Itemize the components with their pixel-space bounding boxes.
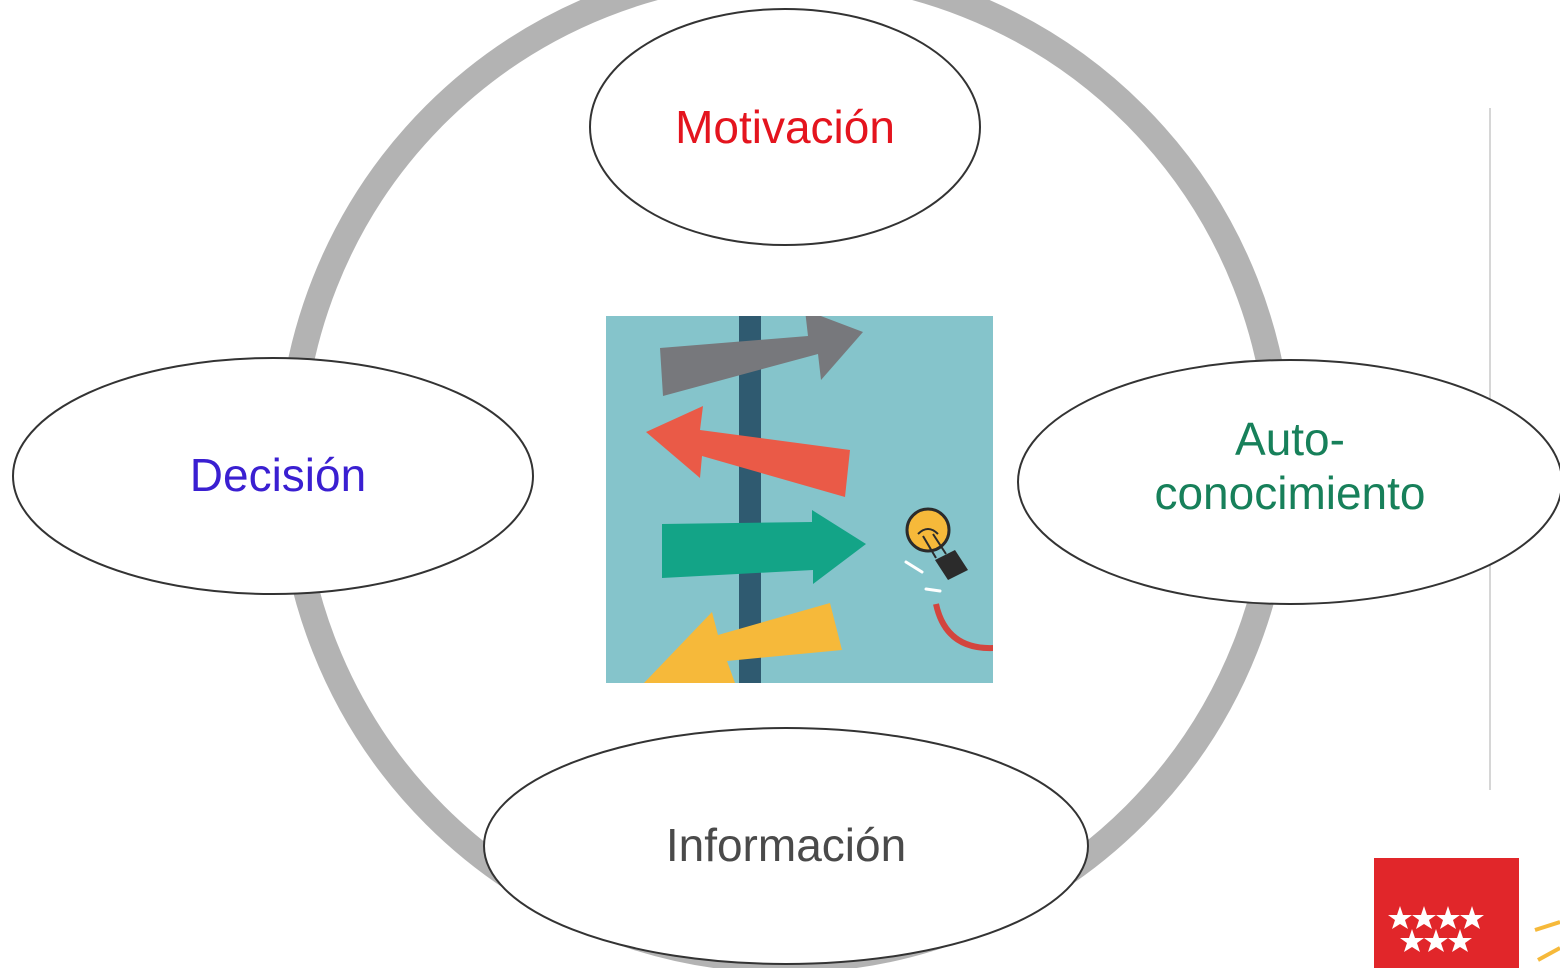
node-autoconocimiento-label: Auto- conocimiento bbox=[1020, 412, 1560, 520]
red-arrow-left bbox=[646, 406, 850, 497]
node-decision-label: Decisión bbox=[189, 449, 367, 501]
node-informacion-label: Información bbox=[665, 819, 907, 871]
node-decision-ellipse bbox=[12, 357, 534, 595]
node-informacion-ellipse bbox=[483, 727, 1089, 965]
node-autoconocimiento-ellipse bbox=[1017, 359, 1560, 605]
logo-stars bbox=[1388, 906, 1484, 952]
teal-arrow-right bbox=[662, 510, 866, 584]
logo-accent-1 bbox=[1534, 920, 1560, 932]
node-motivacion-label: Motivación bbox=[675, 101, 895, 153]
madrid-logo bbox=[1374, 858, 1560, 968]
node-motivacion-ellipse bbox=[589, 8, 981, 246]
node-autoconocimiento-line2: conocimiento bbox=[1154, 467, 1426, 519]
lightbulb-icon bbox=[904, 507, 993, 651]
yellow-arrow-left bbox=[644, 603, 842, 683]
gray-arrow-right bbox=[660, 316, 863, 396]
logo-accent-2 bbox=[1537, 946, 1560, 962]
signpost-pole bbox=[739, 316, 761, 683]
signpost-illustration bbox=[606, 316, 993, 683]
node-autoconocimiento-line1: Auto- bbox=[1235, 413, 1345, 465]
